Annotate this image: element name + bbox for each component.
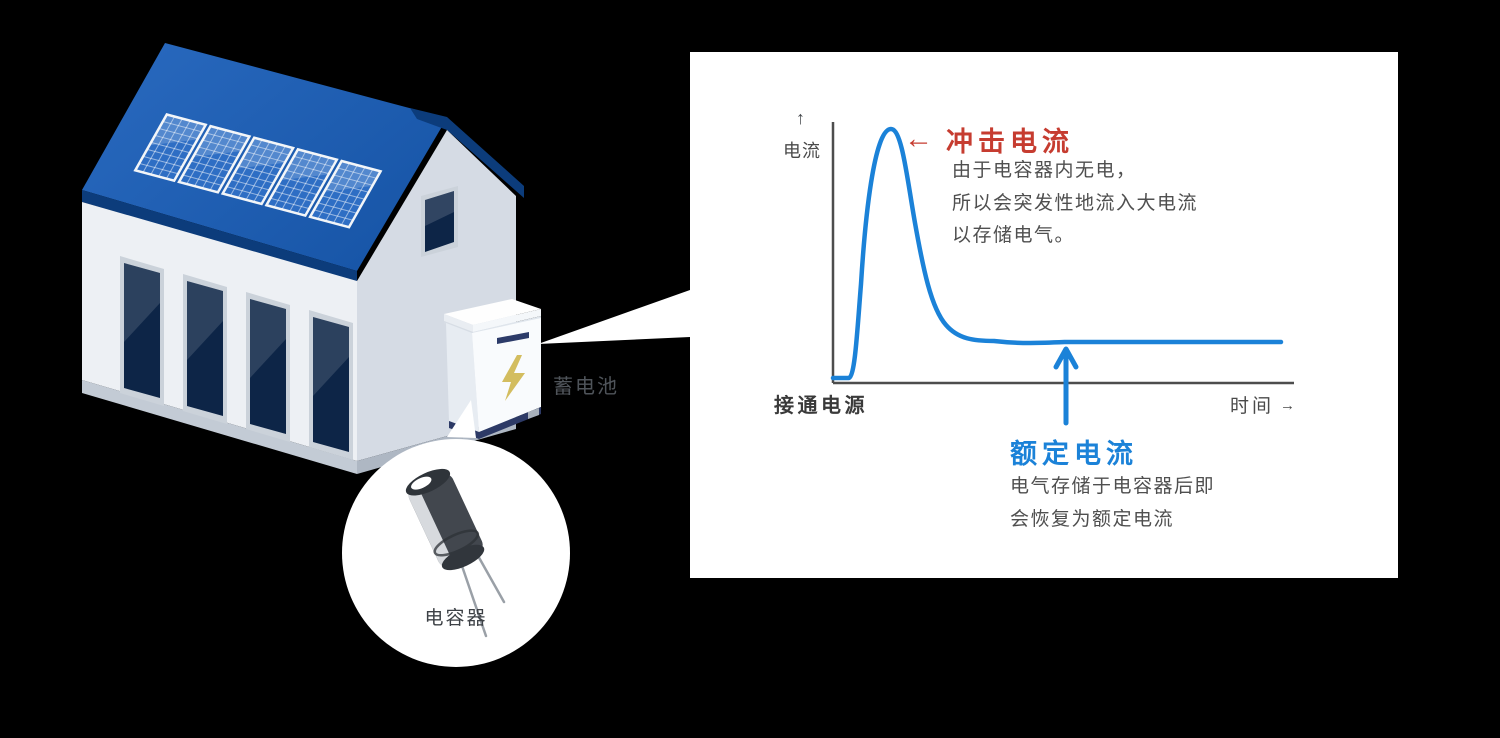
solar-panel-array-icon (135, 114, 380, 227)
y-axis-label: 电流 (783, 141, 821, 161)
capacitor-lead (460, 564, 488, 638)
battery-unit (444, 299, 541, 439)
inrush-desc-line: 由于电容器内无电， (952, 160, 1137, 181)
y-axis-arrow-icon: ↑ (796, 108, 805, 128)
power-on-label: 接通电源 (774, 395, 868, 417)
inrush-arrow-icon: ← (904, 123, 933, 155)
battery-lid-front (473, 309, 541, 332)
window-reflection (187, 281, 223, 360)
capacitor-label: 电容器 (424, 608, 488, 629)
capacitor-callout (342, 400, 570, 667)
inrush-current-annotation: ← 冲击电流 (904, 120, 1074, 159)
inrush-current-title: 冲击电流 (946, 127, 1074, 157)
x-axis-arrow-icon: → (1280, 397, 1296, 414)
window-pane (250, 299, 286, 434)
front-windows (120, 256, 353, 460)
callout-tail (447, 400, 476, 438)
battery-label: 蓄电池 (553, 376, 619, 398)
x-axis-label-text: 时间 (1230, 396, 1275, 417)
rated-current-arrow-icon (1053, 346, 1079, 426)
battery-lid-top (444, 299, 541, 325)
chart-panel: ↑ 电流 接通电源 时间 → ← 冲击电流 由于电容器内无电， 所以会突发性地流… (690, 52, 1398, 578)
window-pane (124, 263, 160, 398)
inrush-desc-line: 所以会突发性地流入大电流 (952, 192, 1199, 214)
inrush-desc-line: 以存储电气。 (952, 225, 1076, 246)
battery-vent-slot (497, 332, 529, 344)
capacitor-lead (475, 552, 506, 604)
attic-window (421, 186, 458, 257)
rated-current-description: 电气存储于电容器后即 会恢复为额定电流 (1010, 470, 1215, 536)
capacitor-icon (405, 468, 506, 638)
rated-desc-line: 电气存储于电容器后即 (1010, 476, 1216, 497)
window-reflection (313, 317, 349, 396)
base-plinth-front (82, 380, 357, 474)
roof-eave-edge (82, 190, 357, 283)
battery-lid-left (444, 314, 473, 332)
current-time-chart (830, 122, 1294, 426)
current-curve (830, 126, 1284, 381)
window-reflection (250, 299, 286, 378)
house-illustration (82, 43, 524, 474)
battery-foot (528, 408, 539, 419)
x-axis-label: 时间 → (1230, 391, 1295, 418)
roof-ridge-edge (410, 108, 524, 198)
window-pane (313, 317, 349, 452)
callout-beam (538, 290, 690, 344)
inrush-current-description: 由于电容器内无电， 所以会突发性地流入大电流 以存储电气。 (952, 155, 1198, 253)
rated-desc-line: 会恢复为额定电流 (1010, 509, 1175, 530)
window-pane (187, 281, 223, 416)
window-reflection (124, 263, 160, 342)
lightning-bolt-icon (502, 355, 525, 401)
rated-current-title: 额定电流 (1010, 439, 1138, 469)
